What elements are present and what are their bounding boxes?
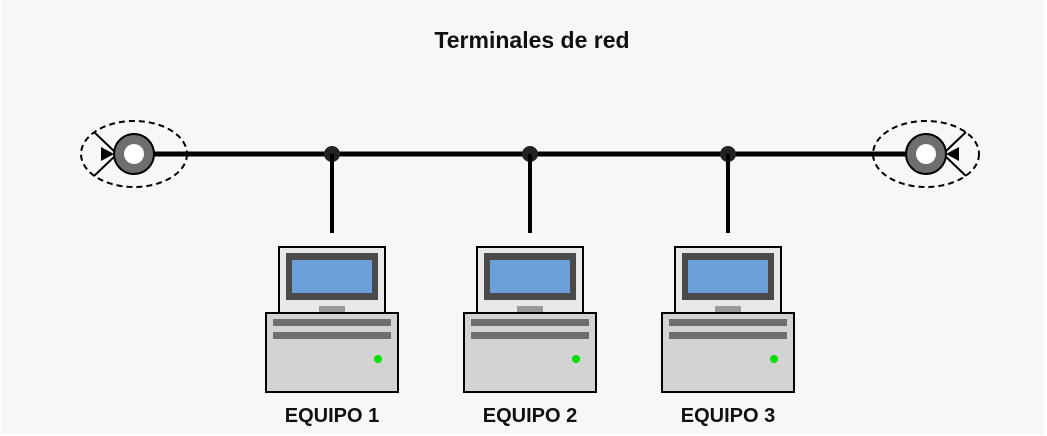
drive-bay-1 (669, 319, 787, 326)
computer-case-icon (661, 312, 795, 393)
power-led (770, 355, 778, 363)
power-led (572, 355, 580, 363)
computer-3 (661, 146, 795, 393)
left-terminator-dashed-outline (80, 120, 188, 188)
monitor-stand (517, 306, 543, 313)
monitor-stand (715, 306, 741, 313)
computer-2-label: EQUIPO 2 (482, 405, 578, 427)
right-terminator (872, 120, 980, 188)
drive-bay-2 (273, 332, 391, 339)
right-terminator-arrowhead (946, 147, 959, 161)
right-terminator-arrow-line-bottom (943, 154, 967, 177)
drive-bay-1 (273, 319, 391, 326)
drive-bay-2 (471, 332, 589, 339)
right-terminator-hole (916, 144, 936, 164)
power-led (374, 355, 382, 363)
computer-case-icon (463, 312, 597, 393)
left-terminator-arrowhead (101, 147, 114, 161)
monitor-screen (292, 260, 372, 293)
left-terminator-arrow-line-top (93, 131, 117, 154)
left-terminator-hole (124, 144, 144, 164)
drive-bay-2 (669, 332, 787, 339)
monitor-screen (490, 260, 570, 293)
left-terminator (80, 120, 188, 188)
left-terminator-arrow-line-bottom (93, 154, 117, 177)
computer-case-icon (265, 312, 399, 393)
diagram-title: Terminales de red (434, 27, 630, 53)
right-terminator-arrow-line-top (943, 131, 967, 154)
computer-1 (265, 146, 399, 393)
drive-bay-1 (471, 319, 589, 326)
monitor-screen (688, 260, 768, 293)
computer-3-label: EQUIPO 3 (680, 405, 776, 427)
computer-1-label: EQUIPO 1 (284, 405, 380, 427)
right-terminator-dashed-outline (872, 120, 980, 188)
monitor-stand (319, 306, 345, 313)
computer-2 (463, 146, 597, 393)
